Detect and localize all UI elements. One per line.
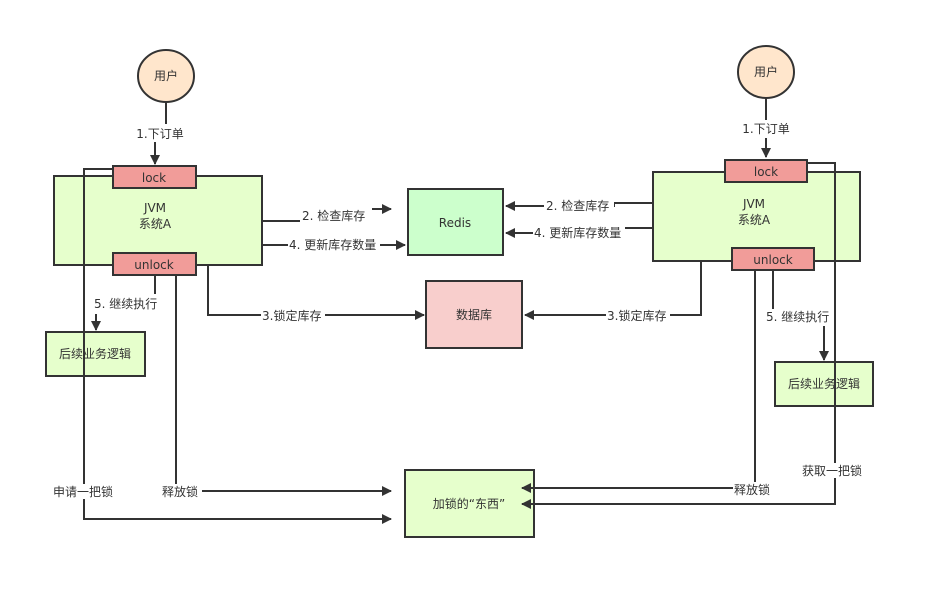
redis-box <box>407 188 504 256</box>
right-acquire-lock-label: 获取一把锁 <box>802 463 862 478</box>
right-continue-label: 5. 继续执行 <box>766 310 829 324</box>
right-logic-label: 后续业务逻辑 <box>788 376 860 391</box>
left-update-stock-label: 4. 更新库存数量 <box>289 237 376 252</box>
left-jvm-subtitle: 系统A <box>139 217 172 231</box>
left-order-label: 1.下订单 <box>136 127 183 141</box>
right-lock-stock-arrow <box>524 261 702 320</box>
left-logic-label: 后续业务逻辑 <box>59 346 131 361</box>
right-release-lock-arrow <box>521 270 756 493</box>
right-user-label: 用户 <box>754 64 778 79</box>
right-logic-box <box>774 361 874 407</box>
left-jvm-title: JVM <box>143 201 166 215</box>
left-lock-box <box>112 165 197 189</box>
right-jvm-subtitle: 系统A <box>738 213 771 227</box>
right-order-label: 1.下订单 <box>742 122 789 136</box>
right-lock-stock-label: 3.锁定库存 <box>607 308 666 323</box>
right-release-lock-label: 释放锁 <box>734 482 770 497</box>
database-box <box>425 280 523 349</box>
left-release-lock-label: 释放锁 <box>162 484 198 499</box>
left-request-lock-label: 申请一把锁 <box>53 484 113 499</box>
left-check-stock-label: 2. 检查库存 <box>302 208 365 223</box>
left-lock-stock-arrow <box>207 265 425 320</box>
lock-target-box <box>404 469 535 538</box>
left-user-node: 用户 <box>137 49 195 103</box>
left-lock-label: lock <box>142 171 166 185</box>
right-lock-label: lock <box>754 165 778 179</box>
right-acquire-lock-arrow <box>521 162 836 509</box>
right-lock-box <box>724 159 808 183</box>
right-user-node: 用户 <box>737 45 795 99</box>
left-logic-box <box>45 331 146 377</box>
right-unlock-label: unlock <box>753 253 792 267</box>
right-check-stock-label: 2. 检查库存 <box>546 198 609 213</box>
redis-label: Redis <box>439 216 471 230</box>
left-lock-stock-label: 3.锁定库存 <box>262 308 321 323</box>
right-jvm-title: JVM <box>742 197 765 211</box>
right-update-stock-label: 4. 更新库存数量 <box>534 225 621 240</box>
database-label: 数据库 <box>456 307 492 322</box>
lock-target-label: 加锁的“东西” <box>433 496 505 511</box>
left-continue-label: 5. 继续执行 <box>94 297 157 311</box>
left-unlock-label: unlock <box>134 258 173 272</box>
left-user-label: 用户 <box>154 68 178 83</box>
